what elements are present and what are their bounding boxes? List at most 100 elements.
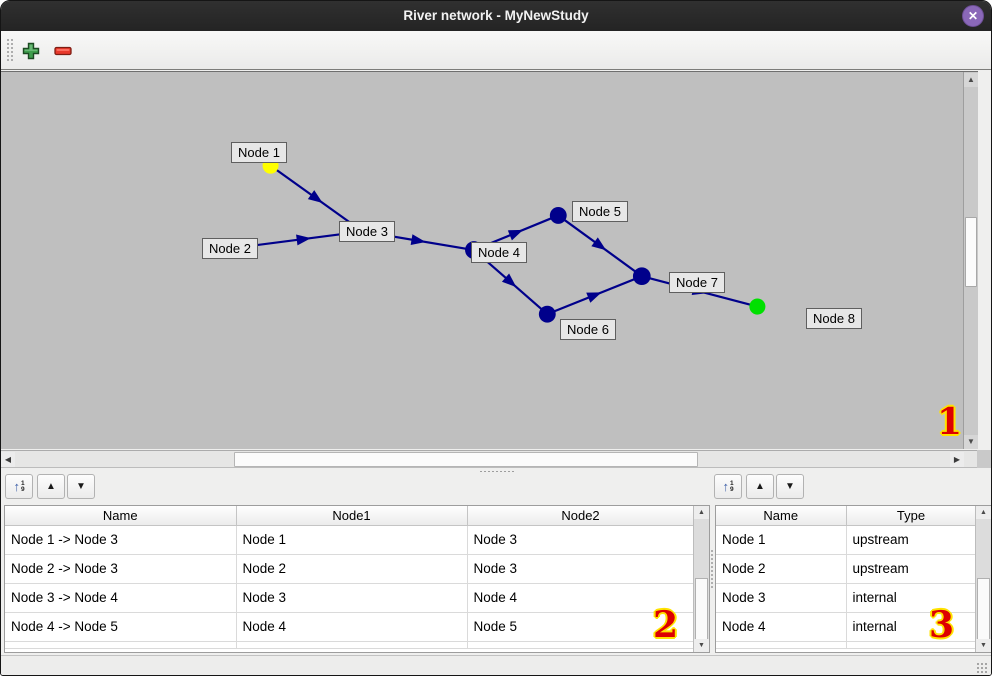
table-row[interactable]: Node 4 internal bbox=[716, 612, 977, 642]
node-label-node-3[interactable]: Node 3 bbox=[339, 221, 395, 242]
node-node-8[interactable] bbox=[749, 298, 766, 315]
plus-icon bbox=[22, 42, 40, 60]
table-row[interactable]: Node 3 internal bbox=[716, 583, 977, 613]
table-row[interactable]: Node 1 upstream bbox=[716, 525, 977, 555]
links-table-scrollbar[interactable]: ▲ ▼ bbox=[693, 506, 709, 652]
arrow-up-icon: ▲ bbox=[755, 481, 765, 492]
cell-type[interactable]: internal bbox=[846, 612, 977, 642]
table-row[interactable]: Node 2 -> Node 3 Node 2 Node 3 bbox=[5, 554, 695, 584]
annotation-3: 3 bbox=[929, 604, 955, 646]
column-header-name[interactable]: Name bbox=[716, 506, 847, 526]
titlebar[interactable]: River network - MyNewStudy ✕ bbox=[1, 1, 991, 31]
cell-node1[interactable]: Node 3 bbox=[236, 583, 468, 613]
cell-type[interactable]: internal bbox=[846, 583, 977, 613]
cell-node2[interactable]: Node 4 bbox=[467, 583, 695, 613]
cell-node1[interactable]: Node 4 bbox=[236, 612, 468, 642]
status-bar bbox=[1, 655, 991, 675]
node-label-node-4[interactable]: Node 4 bbox=[471, 242, 527, 263]
scroll-down-icon[interactable]: ▼ bbox=[694, 639, 709, 652]
cell-node1[interactable]: Node 1 bbox=[236, 525, 468, 555]
scroll-up-icon[interactable]: ▲ bbox=[694, 506, 709, 519]
table-row[interactable]: Node 1 -> Node 3 Node 1 Node 3 bbox=[5, 525, 695, 555]
table-row[interactable]: Node 2 upstream bbox=[716, 554, 977, 584]
cell-name[interactable]: Node 1 bbox=[716, 525, 847, 555]
canvas-horizontal-scrollbar[interactable]: ◀ ▶ bbox=[1, 450, 979, 468]
nodes-table-scrollbar[interactable]: ▲ ▼ bbox=[975, 506, 991, 652]
cell-node2[interactable]: Node 3 bbox=[467, 525, 695, 555]
table-row[interactable]: Node 3 -> Node 4 Node 3 Node 4 bbox=[5, 583, 695, 613]
remove-button[interactable] bbox=[51, 39, 75, 63]
node-label-node-8[interactable]: Node 8 bbox=[806, 308, 862, 329]
cell-name[interactable]: Node 2 bbox=[716, 554, 847, 584]
cell-name[interactable]: Node 4 -> Node 5 bbox=[5, 612, 237, 642]
cell-name[interactable]: Node 3 -> Node 4 bbox=[5, 583, 237, 613]
arrowhead-icon bbox=[296, 234, 311, 246]
node-label-node-5[interactable]: Node 5 bbox=[572, 201, 628, 222]
node-label-node-2[interactable]: Node 2 bbox=[202, 238, 258, 259]
arrowhead-icon bbox=[501, 273, 517, 288]
node-node-7[interactable] bbox=[632, 267, 651, 286]
scroll-up-icon[interactable]: ▲ bbox=[964, 73, 978, 87]
links-table: Name Node1 Node2 Node 1 -> Node 3 Node 1… bbox=[5, 506, 695, 649]
scroll-up-icon[interactable]: ▲ bbox=[976, 506, 991, 519]
arrowhead-icon bbox=[586, 292, 602, 303]
node-label-node-1[interactable]: Node 1 bbox=[231, 142, 287, 163]
node-node-6[interactable] bbox=[538, 305, 556, 323]
resize-grip-icon[interactable] bbox=[976, 662, 988, 674]
vertical-pane-splitter[interactable] bbox=[710, 549, 715, 589]
canvas-vscroll-thumb[interactable] bbox=[965, 217, 977, 287]
nodes-table-pane: Name Type Node 1 upstream Node 2 upstrea… bbox=[715, 505, 991, 653]
nodes-move-down-button[interactable]: ▼ bbox=[776, 474, 804, 499]
nodes-move-up-button[interactable]: ▲ bbox=[746, 474, 774, 499]
horizontal-splitter[interactable] bbox=[1, 468, 991, 474]
scrollbar-corner bbox=[977, 450, 991, 468]
node-label-node-6[interactable]: Node 6 bbox=[560, 319, 616, 340]
node-node-5[interactable] bbox=[549, 207, 567, 224]
links-move-up-button[interactable]: ▲ bbox=[37, 474, 65, 499]
cell-name[interactable]: Node 1 -> Node 3 bbox=[5, 525, 237, 555]
column-header-node2[interactable]: Node2 bbox=[467, 506, 695, 526]
nodes-table-header-row: Name Type bbox=[716, 506, 977, 526]
column-header-node1[interactable]: Node1 bbox=[236, 506, 468, 526]
toolbar-drag-handle[interactable] bbox=[6, 38, 14, 63]
cell-type[interactable]: upstream bbox=[846, 554, 977, 584]
scroll-left-icon[interactable]: ◀ bbox=[1, 452, 15, 467]
arrowhead-icon bbox=[307, 190, 323, 203]
add-button[interactable] bbox=[19, 39, 43, 63]
arrow-up-icon: ▲ bbox=[46, 481, 56, 492]
node-label-node-7[interactable]: Node 7 bbox=[669, 272, 725, 293]
cell-node2[interactable]: Node 3 bbox=[467, 554, 695, 584]
links-move-down-button[interactable]: ▼ bbox=[67, 474, 95, 499]
scroll-down-icon[interactable]: ▼ bbox=[964, 435, 978, 449]
cell-type[interactable]: upstream bbox=[846, 525, 977, 555]
table-row[interactable]: Node 4 -> Node 5 Node 4 Node 5 bbox=[5, 612, 695, 642]
arrow-down-icon: ▼ bbox=[785, 481, 795, 492]
scroll-right-icon[interactable]: ▶ bbox=[950, 452, 964, 467]
network-canvas[interactable]: ▲ ▼ Node 1 Node 2 Node 3 Node 4 Node 5 Node 6… bbox=[1, 71, 978, 449]
nodes-scroll-thumb[interactable] bbox=[977, 578, 990, 640]
close-button[interactable]: ✕ bbox=[962, 5, 984, 27]
links-table-header-row: Name Node1 Node2 bbox=[5, 506, 695, 526]
cell-name[interactable]: Node 2 -> Node 3 bbox=[5, 554, 237, 584]
cell-node2[interactable]: Node 5 bbox=[467, 612, 695, 642]
column-header-name[interactable]: Name bbox=[5, 506, 237, 526]
canvas-vertical-scrollbar[interactable]: ▲ ▼ bbox=[963, 72, 978, 449]
cell-node1[interactable]: Node 2 bbox=[236, 554, 468, 584]
table-row bbox=[5, 641, 695, 649]
canvas-hscroll-thumb[interactable] bbox=[234, 452, 698, 467]
scroll-down-icon[interactable]: ▼ bbox=[976, 639, 991, 652]
arrow-down-icon: ▼ bbox=[76, 481, 86, 492]
window-title: River network - MyNewStudy bbox=[403, 8, 589, 23]
links-scroll-thumb[interactable] bbox=[695, 578, 708, 640]
column-header-type[interactable]: Type bbox=[846, 506, 977, 526]
cell-name[interactable]: Node 3 bbox=[716, 583, 847, 613]
annotation-2: 2 bbox=[653, 604, 679, 646]
cell-name[interactable]: Node 4 bbox=[716, 612, 847, 642]
arrowhead-icon bbox=[591, 237, 607, 251]
links-table-pane: Name Node1 Node2 Node 1 -> Node 3 Node 1… bbox=[4, 505, 710, 653]
